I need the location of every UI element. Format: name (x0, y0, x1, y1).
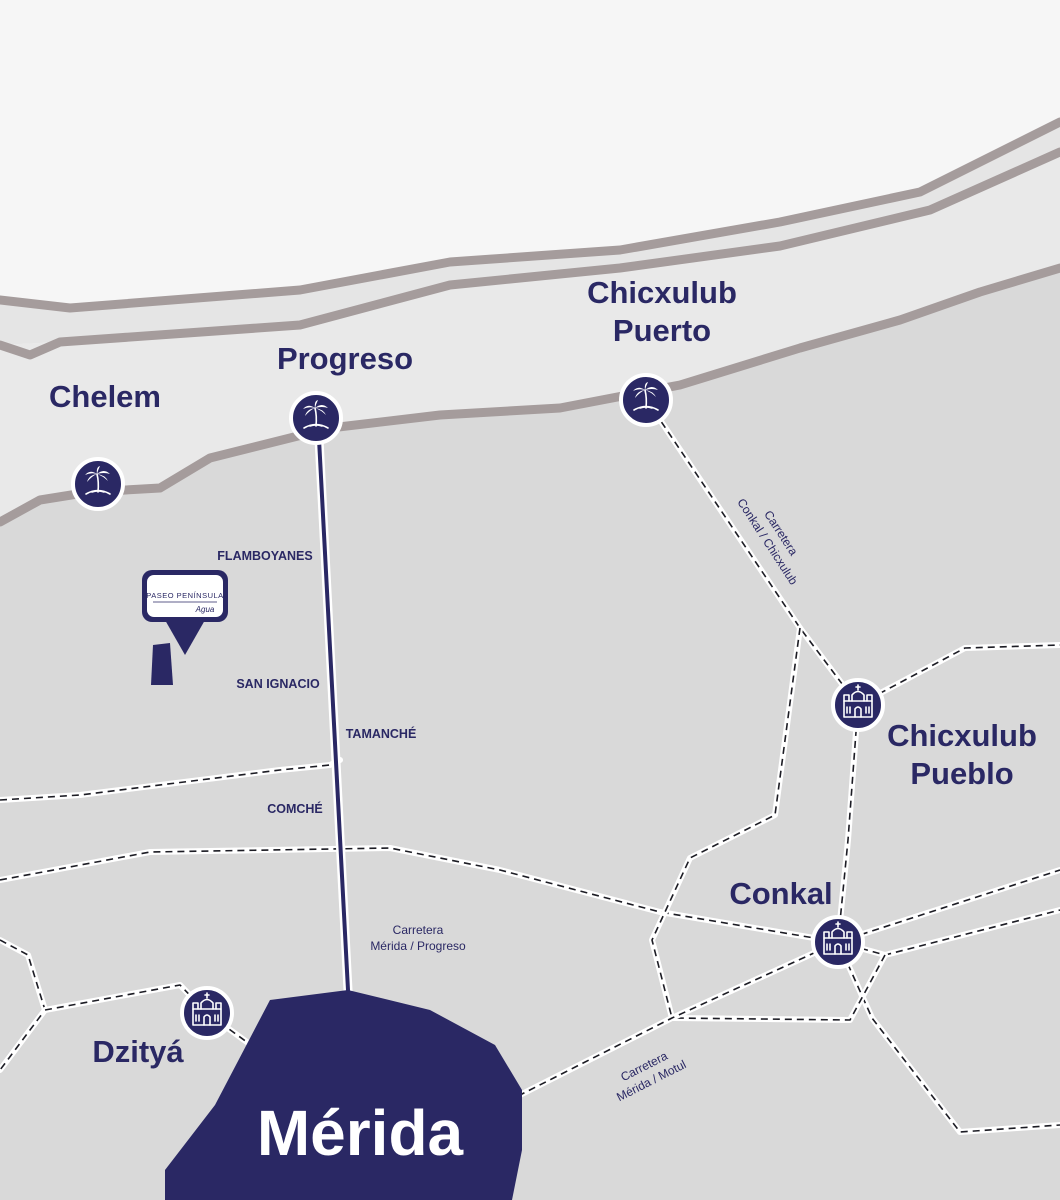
chicxulub-pueblo-label-line2: Pueblo (910, 756, 1013, 791)
mainland (0, 270, 1060, 1200)
dzitya-label: Dzityá (92, 1034, 184, 1069)
highway-merida-progreso-core (316, 418, 350, 992)
san-ignacio-label: SAN IGNACIO (236, 677, 320, 691)
progreso-label: Progreso (277, 341, 413, 376)
chicxulub-puerto-marker[interactable] (619, 373, 673, 427)
conkal-label: Conkal (729, 876, 832, 911)
flamboyanes-label: FLAMBOYANES (217, 549, 312, 563)
tamanche-label: TAMANCHÉ (346, 726, 417, 741)
merida-city-area (165, 990, 522, 1200)
chicxulub-pueblo-label-line1: Chicxulub (887, 718, 1037, 753)
chelem-marker[interactable] (71, 457, 125, 511)
sand-bar (0, 125, 1060, 345)
road-label-merida-progreso-line2: Mérida / Progreso (370, 939, 466, 953)
development-marker[interactable]: PASEO PENÍNSULA Agua (142, 570, 228, 685)
comche-label: COMCHÉ (267, 801, 323, 816)
chicxulub-puerto-label-line1: Chicxulub (587, 275, 737, 310)
merida-label: Mérida (257, 1097, 464, 1169)
chicxulub-puerto-label-line2: Puerto (613, 313, 711, 348)
chicxulub-pueblo-marker[interactable] (831, 678, 885, 732)
progreso-marker[interactable] (289, 391, 343, 445)
development-signature: Agua (195, 605, 215, 614)
conkal-marker[interactable] (811, 915, 865, 969)
development-name: PASEO PENÍNSULA (146, 591, 223, 600)
sand-bar-coastline (0, 147, 1060, 360)
development-lot (151, 643, 173, 685)
chelem-label: Chelem (49, 379, 161, 414)
outer-coastline (0, 117, 1060, 313)
road-label-merida-progreso-line1: Carretera (393, 923, 444, 937)
dzitya-marker[interactable] (180, 986, 234, 1040)
